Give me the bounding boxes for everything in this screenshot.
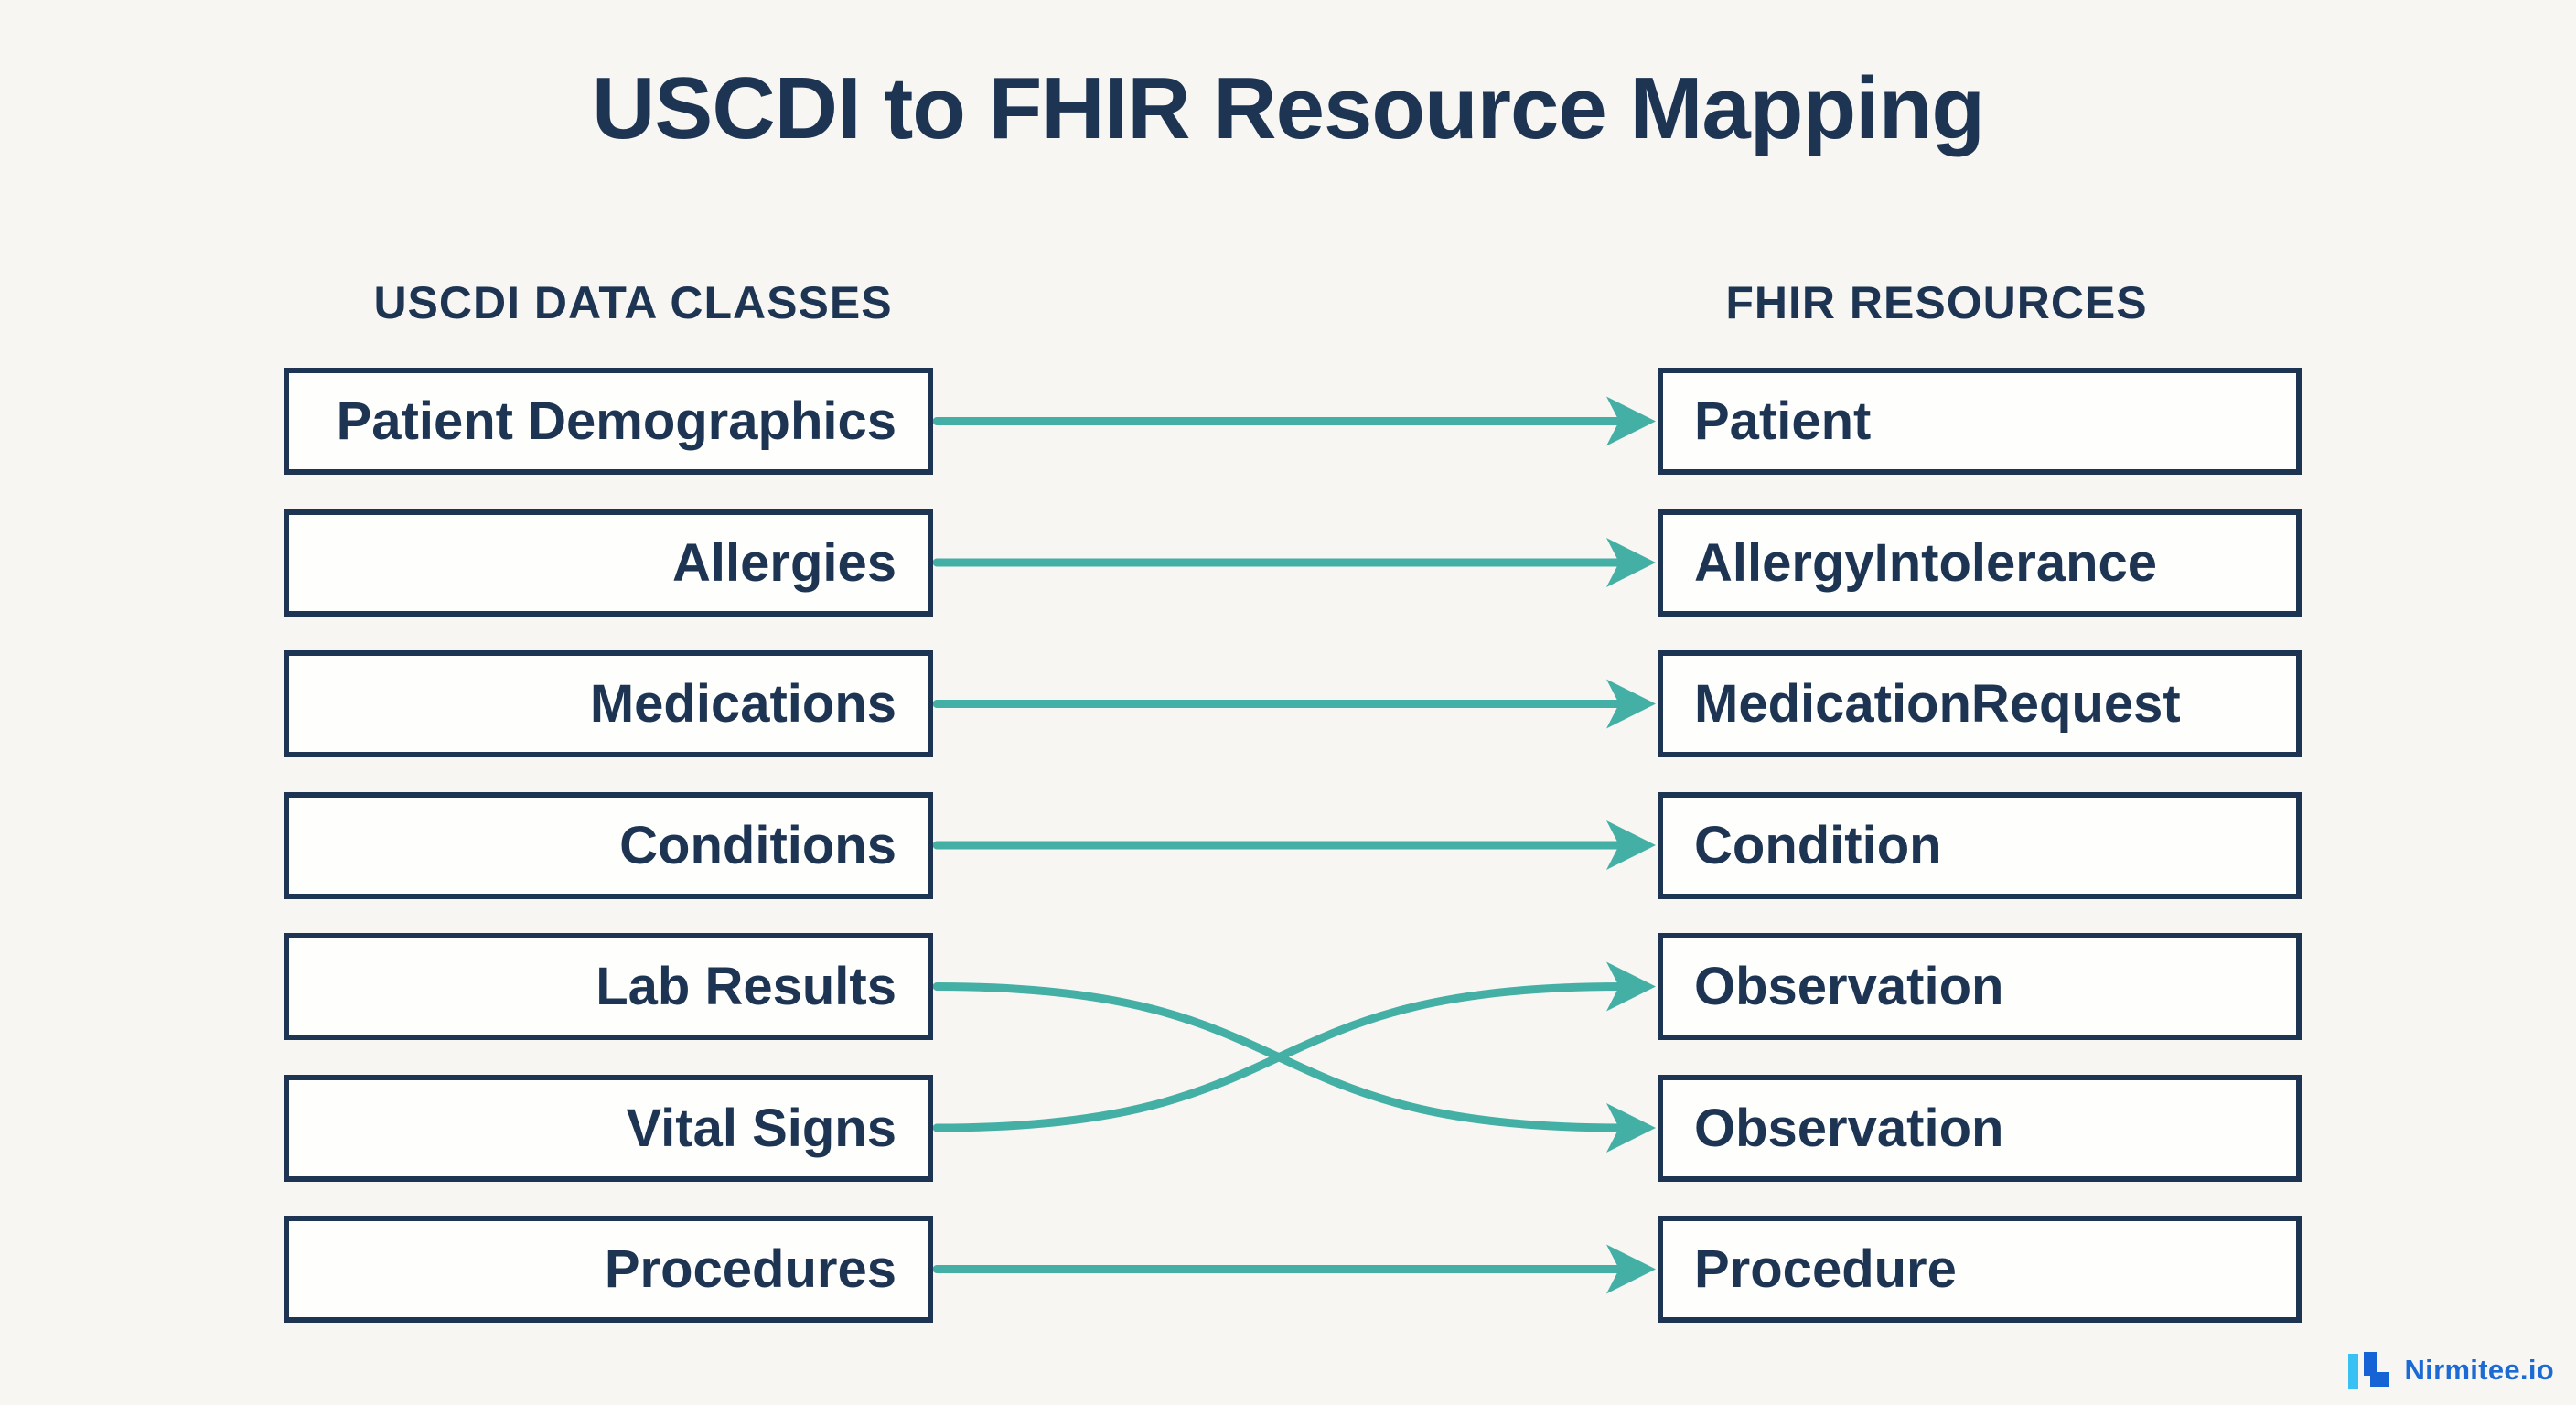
nirmitee-logo-icon xyxy=(2348,1352,2390,1389)
fhir-box-label: Patient xyxy=(1694,391,1872,451)
uscdi-box-label: Procedures xyxy=(604,1239,896,1299)
mapping-arrow-head xyxy=(1606,538,1656,587)
uscdi-box-label: Vital Signs xyxy=(626,1098,896,1158)
uscdi-box-label: Medications xyxy=(589,674,896,734)
left-column-header: USCDI DATA CLASSES xyxy=(373,277,893,328)
mapping-arrow-head xyxy=(1606,1103,1656,1153)
fhir-box: Condition xyxy=(1658,791,2302,899)
uscdi-box-label: Patient Demographics xyxy=(336,391,896,451)
fhir-box-label: Observation xyxy=(1694,957,2004,1016)
mapping-arrow-head xyxy=(1606,396,1656,446)
uscdi-box: Lab Results xyxy=(284,933,933,1040)
uscdi-box: Allergies xyxy=(284,509,933,617)
fhir-box: Observation xyxy=(1658,933,2302,1040)
mapping-arrow-head xyxy=(1606,820,1656,870)
mapping-arrow-head xyxy=(1606,1244,1656,1294)
right-column-header: FHIR RESOURCES xyxy=(1725,277,2148,328)
fhir-box: Observation xyxy=(1658,1074,2302,1182)
brand-logo-text: Nirmitee.io xyxy=(2404,1354,2554,1386)
uscdi-box: Conditions xyxy=(284,791,933,899)
uscdi-box: Patient Demographics xyxy=(284,368,933,475)
uscdi-box: Procedures xyxy=(284,1216,933,1323)
brand-logo: Nirmitee.io xyxy=(2348,1352,2554,1389)
uscdi-box-label: Lab Results xyxy=(596,957,896,1016)
mapping-arrow-head xyxy=(1606,679,1656,729)
fhir-box-label: Observation xyxy=(1694,1098,2004,1158)
mapping-arrow-line xyxy=(932,982,1626,1132)
page-title: USCDI to FHIR Resource Mapping xyxy=(591,59,1985,157)
fhir-box-label: MedicationRequest xyxy=(1694,674,2181,734)
fhir-box-label: AllergyIntolerance xyxy=(1694,532,2158,593)
uscdi-box: Vital Signs xyxy=(284,1074,933,1182)
fhir-box: AllergyIntolerance xyxy=(1658,509,2302,617)
fhir-box-label: Condition xyxy=(1694,815,1942,875)
fhir-box: MedicationRequest xyxy=(1658,650,2302,757)
mapping-arrow-head xyxy=(1606,961,1656,1012)
uscdi-box-label: Conditions xyxy=(619,815,896,875)
mapping-arrow-line xyxy=(932,982,1626,1132)
fhir-box: Patient xyxy=(1658,368,2302,475)
fhir-box: Procedure xyxy=(1658,1216,2302,1323)
uscdi-box-label: Allergies xyxy=(672,532,896,593)
fhir-box-label: Procedure xyxy=(1694,1239,1957,1299)
uscdi-box: Medications xyxy=(284,650,933,757)
